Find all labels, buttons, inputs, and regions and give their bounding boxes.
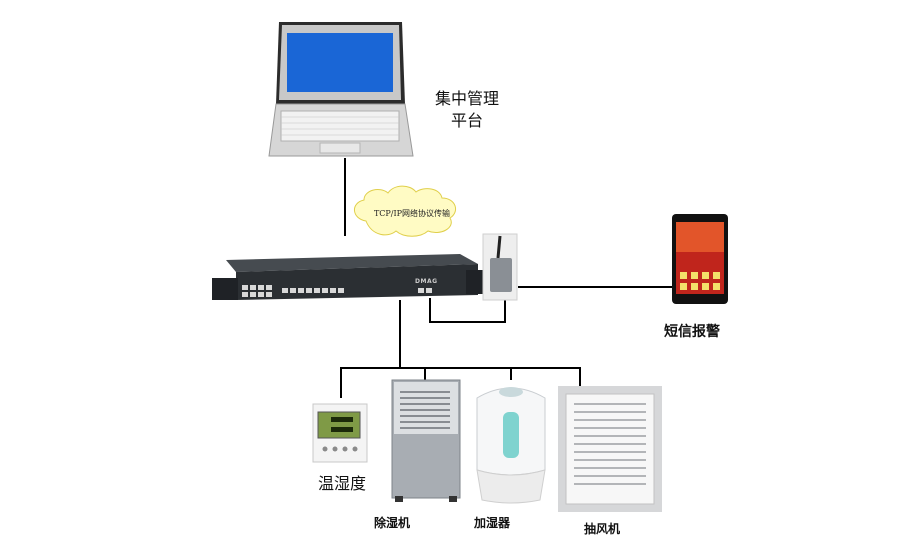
thermo-hygrometer-icon	[312, 403, 368, 463]
exhaust-fan-icon	[558, 386, 662, 512]
fan-label: 抽风机	[584, 522, 621, 536]
platform-label: 集中管理 平台	[434, 88, 500, 132]
gateway-brand: DMAG	[415, 278, 438, 285]
humidifier-label: 加湿器	[474, 516, 511, 530]
dehumidifier-label: 除湿机	[374, 516, 411, 530]
laptop-icon	[268, 22, 414, 157]
gsm-modem-icon	[482, 233, 518, 301]
smartphone-icon	[672, 214, 728, 304]
platform-label-line2: 平台	[450, 111, 483, 130]
platform-label-line1: 集中管理	[434, 89, 499, 108]
dehumidifier-icon	[391, 379, 461, 502]
line-switch-modem	[429, 298, 506, 323]
sms-alarm-label: 短信报警	[664, 324, 720, 340]
connection-lines	[340, 158, 672, 398]
protocol-label: TCP/IP网络协议传输	[373, 209, 451, 218]
humidifier-icon	[476, 387, 546, 504]
line-device-bus	[340, 367, 581, 398]
cloud-icon	[354, 185, 457, 237]
rack-switch-icon	[212, 254, 484, 300]
sensor-label: 温湿度	[318, 474, 367, 493]
